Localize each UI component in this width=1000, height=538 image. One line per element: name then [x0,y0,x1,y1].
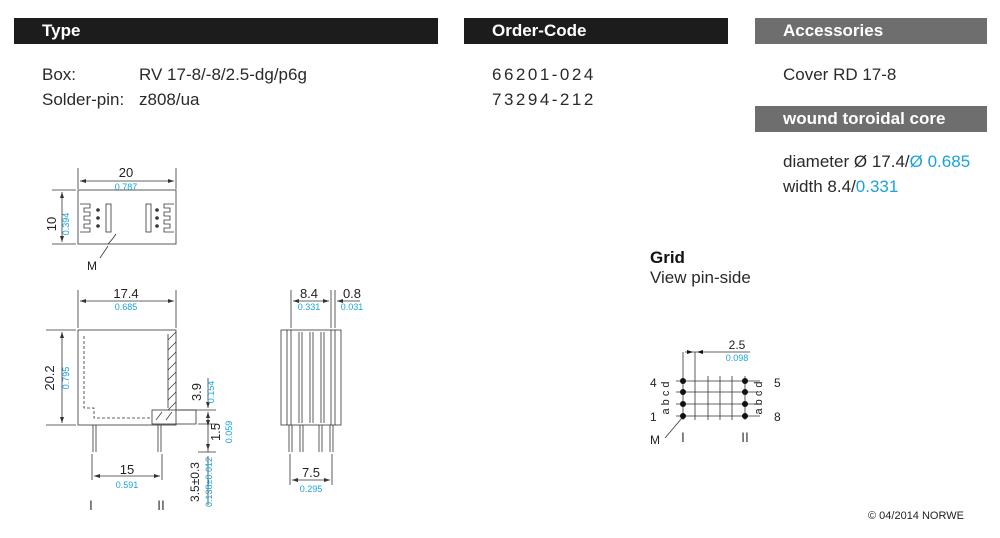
pin-len-mm: 3.5±0.3 [188,462,202,502]
grid-letters-left: a b c d [660,381,672,414]
pin-span-mm: 15 [120,462,134,477]
front-height-mm: 20.2 [42,365,57,390]
top-height-mm: 10 [44,217,59,231]
core-diameter: diameter Ø 17.4/Ø 0.685 [783,152,970,172]
accessories-header-label: Accessories [783,21,884,40]
grid-row-5: 5 [774,376,781,390]
grid-row-1: 1 [650,410,657,424]
grid-letters-right: a b c d [753,381,765,414]
step-in: 0.154 [206,381,216,404]
diameter-label: diameter [783,152,850,171]
col2-label: II [157,497,165,513]
accessory-cover: Cover RD 17-8 [783,65,897,84]
type-header: Type [14,18,438,44]
pin-len-in: 0.138±0.012 [204,457,214,507]
grid-col2: II [741,429,749,445]
core-width: width 8.4/0.331 [783,177,898,197]
order-code-box: 66201-024 [492,65,596,84]
width-mm: 8.4 [827,177,852,196]
step-mm: 3.9 [189,383,204,401]
front-height-in: 0.795 [61,367,71,390]
copyright: © 04/2014 NORWE [868,510,964,522]
flange-mm: 1.5 [208,423,223,441]
front-view-outline [77,329,177,426]
side-pins-in: 0.295 [300,484,323,494]
top-view-outline [77,189,177,245]
diameter-mm: Ø 17.4 [853,152,905,171]
width-label: width [783,177,823,196]
grid-title: Grid [650,248,685,267]
col1-label: I [89,497,93,513]
grid-col1: I [681,429,685,445]
grid-pitch-in: 0.098 [726,353,749,363]
flange-in: 0.059 [224,421,234,444]
wall-mm: 0.8 [343,286,361,301]
top-height-in: 0.394 [61,213,71,236]
grid-subtitle: View pin-side [650,268,751,287]
side-pins-mm: 7.5 [302,465,320,480]
wound-core-header: wound toroidal core [755,106,987,132]
grid-row-8: 8 [774,410,781,424]
front-width-mm: 17.4 [113,286,138,301]
side-view-outline [280,329,342,426]
width-sep: / [851,177,856,196]
side-width-in: 0.331 [298,302,321,312]
box-label: Box: [42,65,77,84]
top-width-mm: 20 [119,165,133,180]
side-width-mm: 8.4 [300,286,318,301]
wall-in: 0.031 [341,302,364,312]
diameter-sep: / [904,152,910,171]
type-header-label: Type [42,21,81,40]
solder-pin-value: z808/ua [139,90,200,109]
grid-m-label: M [650,433,660,447]
grid-pitch-mm: 2.5 [729,338,746,352]
diameter-in: Ø 0.685 [909,152,971,171]
solder-pin-label: Solder-pin: [42,90,125,109]
accessories-header: Accessories [755,18,987,44]
order-code-header-label: Order-Code [492,21,587,40]
top-width-in: 0.787 [115,182,138,192]
top-m-label: M [87,259,97,273]
grid-row-4: 4 [650,376,657,390]
order-code-header: Order-Code [464,18,728,44]
front-width-in: 0.685 [115,302,138,312]
box-value: RV 17-8/-8/2.5-dg/p6g [139,65,307,84]
order-code-pin: 73294-212 [492,90,596,109]
pin-grid [664,351,760,439]
pin-span-in: 0.591 [116,480,139,490]
wound-core-header-label: wound toroidal core [783,109,946,128]
width-in: 0.331 [855,177,899,196]
